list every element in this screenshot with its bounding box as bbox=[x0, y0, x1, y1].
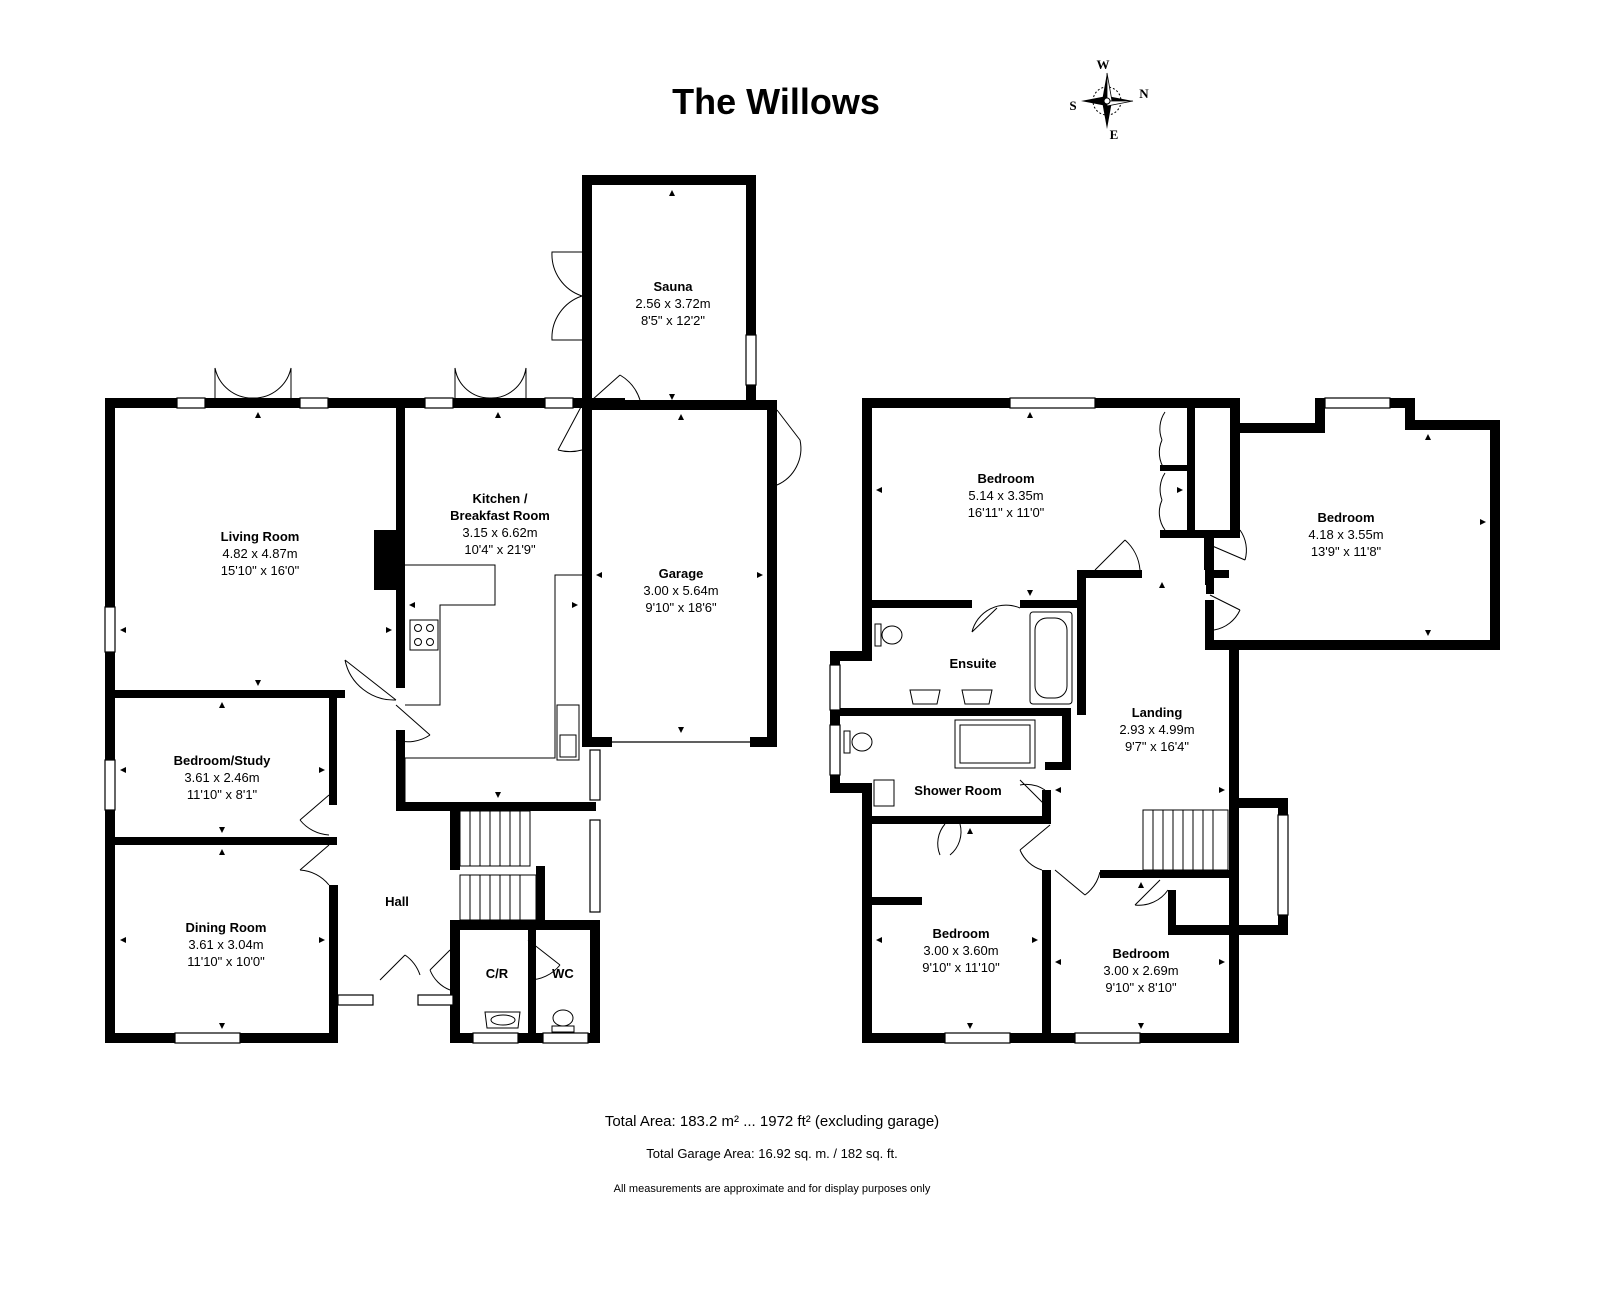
disclaimer: All measurements are approximate and for… bbox=[614, 1183, 931, 1195]
room-kitchen: Kitchen / Breakfast Room 3.15 x 6.62m 10… bbox=[450, 491, 550, 557]
window bbox=[424, 397, 454, 409]
compass-icon: W S N E bbox=[1069, 57, 1149, 142]
ground-floor bbox=[104, 175, 802, 1044]
first-floor bbox=[829, 397, 1500, 1044]
room-cr: C/R bbox=[486, 966, 509, 981]
room-dining: Dining Room 3.61 x 3.04m 11'10" x 10'0" bbox=[186, 920, 267, 969]
window bbox=[1009, 397, 1096, 409]
room-wc: WC bbox=[552, 966, 574, 981]
window bbox=[472, 1032, 519, 1044]
window bbox=[1074, 1032, 1141, 1044]
window bbox=[104, 759, 116, 811]
room-metric: 4.18 x 3.55m bbox=[1308, 527, 1383, 542]
room-name: Bedroom/Study bbox=[174, 753, 272, 768]
window bbox=[1277, 814, 1289, 916]
room-imperial: 16'11" x 11'0" bbox=[968, 505, 1045, 520]
room-bedroom-1: Bedroom 5.14 x 3.35m 16'11" x 11'0" bbox=[968, 471, 1045, 520]
room-name: Garage bbox=[659, 566, 704, 581]
room-imperial: 8'5" x 12'2" bbox=[641, 313, 705, 328]
room-metric: 3.61 x 2.46m bbox=[184, 770, 259, 785]
room-imperial: 11'10" x 10'0" bbox=[187, 954, 265, 969]
room-landing: Landing 2.93 x 4.99m 9'7" x 16'4" bbox=[1119, 705, 1194, 754]
room-metric: 3.61 x 3.04m bbox=[188, 937, 263, 952]
window bbox=[337, 994, 374, 1006]
window bbox=[589, 749, 601, 801]
room-name: Bedroom bbox=[1112, 946, 1169, 961]
compass-w: W bbox=[1097, 57, 1110, 72]
window bbox=[417, 994, 454, 1006]
room-ensuite: Ensuite bbox=[950, 656, 997, 671]
room-imperial: 11'10" x 8'1" bbox=[187, 787, 258, 802]
room-metric: 3.00 x 5.64m bbox=[643, 583, 718, 598]
room-name: Landing bbox=[1132, 705, 1183, 720]
measurement-arrows bbox=[120, 190, 1486, 1029]
room-name-2: Breakfast Room bbox=[450, 508, 550, 523]
room-imperial: 9'10" x 18'6" bbox=[645, 600, 717, 615]
window bbox=[944, 1032, 1011, 1044]
window bbox=[544, 397, 574, 409]
compass-e: E bbox=[1110, 127, 1119, 142]
room-study: Bedroom/Study 3.61 x 2.46m 11'10" x 8'1" bbox=[174, 753, 272, 802]
window bbox=[829, 664, 841, 711]
compass-n: N bbox=[1139, 86, 1149, 101]
room-metric: 4.82 x 4.87m bbox=[222, 546, 297, 561]
room-metric: 3.00 x 3.60m bbox=[923, 943, 998, 958]
room-sauna: Sauna 2.56 x 3.72m 8'5" x 12'2" bbox=[635, 279, 710, 328]
room-bedroom-2: Bedroom 4.18 x 3.55m 13'9" x 11'8" bbox=[1308, 510, 1383, 559]
room-garage: Garage 3.00 x 5.64m 9'10" x 18'6" bbox=[643, 566, 718, 615]
total-area: Total Area: 183.2 m² ... 1972 ft² (exclu… bbox=[605, 1113, 939, 1130]
room-metric: 5.14 x 3.35m bbox=[968, 488, 1043, 503]
room-name: Bedroom bbox=[977, 471, 1034, 486]
room-living: Living Room 4.82 x 4.87m 15'10" x 16'0" bbox=[221, 529, 300, 578]
garage-area: Total Garage Area: 16.92 sq. m. / 182 sq… bbox=[646, 1146, 897, 1161]
window bbox=[1324, 397, 1391, 409]
room-imperial: 15'10" x 16'0" bbox=[221, 563, 300, 578]
window bbox=[176, 397, 206, 409]
window bbox=[299, 397, 329, 409]
window bbox=[542, 1032, 589, 1044]
compass-s: S bbox=[1069, 98, 1076, 113]
room-imperial: 10'4" x 21'9" bbox=[464, 542, 536, 557]
room-name: Living Room bbox=[221, 529, 300, 544]
room-imperial: 9'7" x 16'4" bbox=[1125, 739, 1189, 754]
room-metric: 3.15 x 6.62m bbox=[462, 525, 537, 540]
room-name: Dining Room bbox=[186, 920, 267, 935]
room-shower: Shower Room bbox=[914, 783, 1001, 798]
room-bedroom-3: Bedroom 3.00 x 3.60m 9'10" x 11'10" bbox=[922, 926, 1000, 975]
window bbox=[104, 606, 116, 653]
room-metric: 2.93 x 4.99m bbox=[1119, 722, 1194, 737]
room-metric: 3.00 x 2.69m bbox=[1103, 963, 1178, 978]
room-name: Kitchen / bbox=[473, 491, 528, 506]
window bbox=[829, 724, 841, 776]
room-imperial: 13'9" x 11'8" bbox=[1311, 544, 1382, 559]
room-hall: Hall bbox=[385, 894, 409, 909]
room-imperial: 9'10" x 8'10" bbox=[1105, 980, 1177, 995]
window bbox=[174, 1032, 241, 1044]
room-name: Sauna bbox=[653, 279, 693, 294]
room-name: Bedroom bbox=[932, 926, 989, 941]
plan-title: The Willows bbox=[672, 81, 880, 122]
window bbox=[745, 334, 757, 386]
room-metric: 2.56 x 3.72m bbox=[635, 296, 710, 311]
room-bedroom-4: Bedroom 3.00 x 2.69m 9'10" x 8'10" bbox=[1103, 946, 1178, 995]
room-name: Bedroom bbox=[1317, 510, 1374, 525]
window bbox=[589, 819, 601, 913]
room-imperial: 9'10" x 11'10" bbox=[922, 960, 1000, 975]
